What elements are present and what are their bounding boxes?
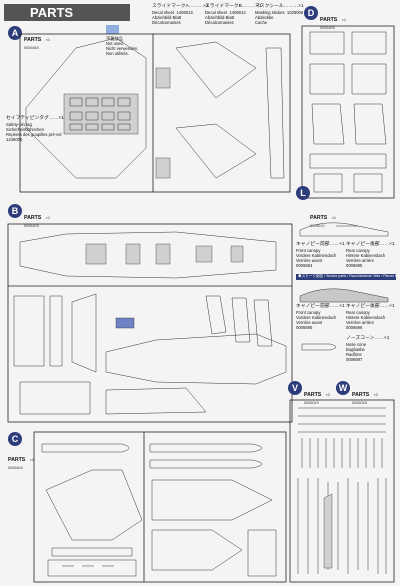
sprue-d-drawing xyxy=(301,25,395,199)
decal-sheet-a: スライドマークA………×1 Decal sheet 1406013 Abzieh… xyxy=(152,4,209,25)
smoke-canopy-drawing xyxy=(299,288,389,303)
sprue-w-label: PARTS ×2 0006018 xyxy=(352,392,378,405)
smoke-rear-canopy: キャノピー後部……×1 Rear canopy Hintere Kabinend… xyxy=(346,304,395,330)
sprue-l-circle: L xyxy=(296,186,310,200)
sprue-c-circle: C xyxy=(8,432,22,446)
masking-sticker: マスクシール………×1 Masking stickes 1028006 Abde… xyxy=(255,4,304,25)
sprue-v-circle: V xyxy=(288,381,302,395)
page-title: PARTS xyxy=(4,4,130,21)
sprue-b-circle: B xyxy=(8,204,22,218)
decal-sheet-b: スライドマークB………×1 Decal sheet 1406014 Abzieh… xyxy=(205,4,262,25)
sprue-vw-drawing xyxy=(289,399,395,583)
smoke-front-canopy: キャノピー前部……×1 Front canopy Vordere Kabinen… xyxy=(296,304,345,330)
sprue-w-circle: W xyxy=(336,381,350,395)
sprue-c-drawing xyxy=(33,431,287,583)
sprue-d-circle: D xyxy=(304,6,318,20)
smoke-parts-bar: ◆スモーク部品 / Smoke parts / Rauchfarbene Tei… xyxy=(296,274,400,280)
sprue-a-drawing xyxy=(19,33,291,193)
not-used-swatch xyxy=(106,25,119,34)
sprue-v-label: PARTS ×2 0006019 xyxy=(304,392,330,405)
sprue-b-label: PARTS ×1 0006403 xyxy=(24,215,50,228)
sprue-c-label: PARTS ×1 0006404 xyxy=(8,457,34,470)
rear-canopy: キャノピー後部……×1 Rear canopy Hintere Kabinend… xyxy=(346,242,395,268)
sprue-d-label: PARTS ×1 0006405 xyxy=(320,17,346,30)
safety-pin-tag: セイフティピンタグ……×1 Safety-pin tag Sicherheits… xyxy=(6,116,64,142)
front-canopy: キャノピー前部……×1 Front canopy Vordere Kabinen… xyxy=(296,242,345,268)
sprue-a-circle: A xyxy=(8,26,22,40)
nose-cone-drawing xyxy=(301,343,337,351)
sprue-l-label: PARTS ×1 9115010 xyxy=(310,215,336,228)
canopy-drawing xyxy=(299,222,389,237)
nose-cone: ノーズコーン……×1 Nose cone Bugbasbe Radôme 000… xyxy=(346,336,390,362)
sprue-a-label: PARTS ×1 0006463 xyxy=(24,37,50,50)
sprue-b-drawing xyxy=(7,223,293,423)
